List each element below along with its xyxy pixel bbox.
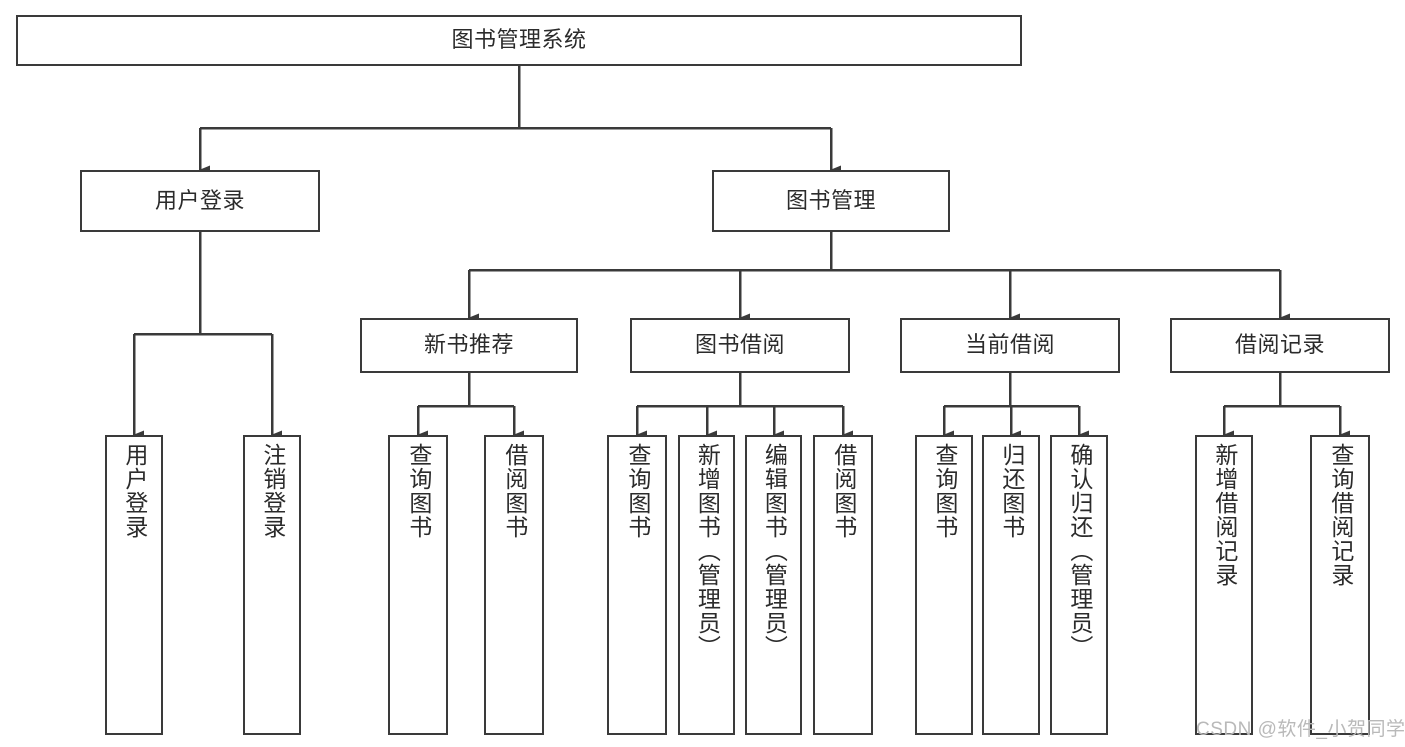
node-box-book-borrow[interactable]: 图书借阅 (630, 318, 850, 373)
node-label-leaf-borrow-book-2: 借阅图书 (830, 443, 857, 539)
node-label-leaf-return-book: 归还图书 (998, 443, 1025, 539)
node-box-leaf-confirm-return[interactable]: 确认归还（管理员） (1050, 435, 1108, 735)
node-label-leaf-add-record: 新增借阅记录 (1211, 443, 1238, 587)
node-box-leaf-add-record[interactable]: 新增借阅记录 (1195, 435, 1253, 735)
connector-lines (132, 66, 1350, 440)
node-box-leaf-user-login[interactable]: 用户登录 (105, 435, 163, 735)
node-box-leaf-query-book-2[interactable]: 查询图书 (607, 435, 667, 735)
node-label-current-borrow: 当前借阅 (964, 332, 1055, 358)
node-label-leaf-confirm-return: 确认归还（管理员） (1066, 443, 1093, 659)
node-box-leaf-query-record[interactable]: 查询借阅记录 (1310, 435, 1370, 735)
node-label-book-manage: 图书管理 (785, 187, 876, 213)
node-label-new-book-rec: 新书推荐 (423, 332, 514, 358)
node-box-current-borrow[interactable]: 当前借阅 (900, 318, 1120, 373)
node-label-borrow-record: 借阅记录 (1234, 332, 1325, 358)
node-label-book-borrow: 图书借阅 (694, 332, 785, 358)
node-label-leaf-edit-book: 编辑图书（管理员） (761, 443, 788, 659)
node-label-leaf-query-record: 查询借阅记录 (1327, 443, 1354, 587)
node-label-leaf-logout: 注销登录 (259, 443, 286, 539)
node-label-leaf-user-login: 用户登录 (121, 443, 148, 539)
node-box-leaf-return-book[interactable]: 归还图书 (982, 435, 1040, 735)
node-label-root: 图书管理系统 (451, 27, 587, 53)
node-label-leaf-query-book-1: 查询图书 (405, 443, 432, 539)
node-box-user-login[interactable]: 用户登录 (80, 170, 320, 232)
node-box-leaf-logout[interactable]: 注销登录 (243, 435, 301, 735)
node-box-leaf-query-book-1[interactable]: 查询图书 (388, 435, 448, 735)
node-box-leaf-query-book-3[interactable]: 查询图书 (915, 435, 973, 735)
node-box-leaf-edit-book[interactable]: 编辑图书（管理员） (745, 435, 802, 735)
node-label-user-login: 用户登录 (154, 187, 245, 213)
node-box-leaf-borrow-book-1[interactable]: 借阅图书 (484, 435, 544, 735)
node-box-borrow-record[interactable]: 借阅记录 (1170, 318, 1390, 373)
node-box-leaf-borrow-book-2[interactable]: 借阅图书 (813, 435, 873, 735)
node-box-book-manage[interactable]: 图书管理 (712, 170, 950, 232)
node-box-root[interactable]: 图书管理系统 (16, 15, 1022, 66)
watermark-label: CSDN @软件_小贺同学 (1196, 719, 1405, 740)
node-label-leaf-query-book-3: 查询图书 (931, 443, 958, 539)
node-label-leaf-borrow-book-1: 借阅图书 (501, 443, 528, 539)
node-label-leaf-query-book-2: 查询图书 (624, 443, 651, 539)
node-box-new-book-rec[interactable]: 新书推荐 (360, 318, 578, 373)
node-box-leaf-add-book[interactable]: 新增图书（管理员） (678, 435, 735, 735)
node-label-leaf-add-book: 新增图书（管理员） (694, 443, 721, 659)
